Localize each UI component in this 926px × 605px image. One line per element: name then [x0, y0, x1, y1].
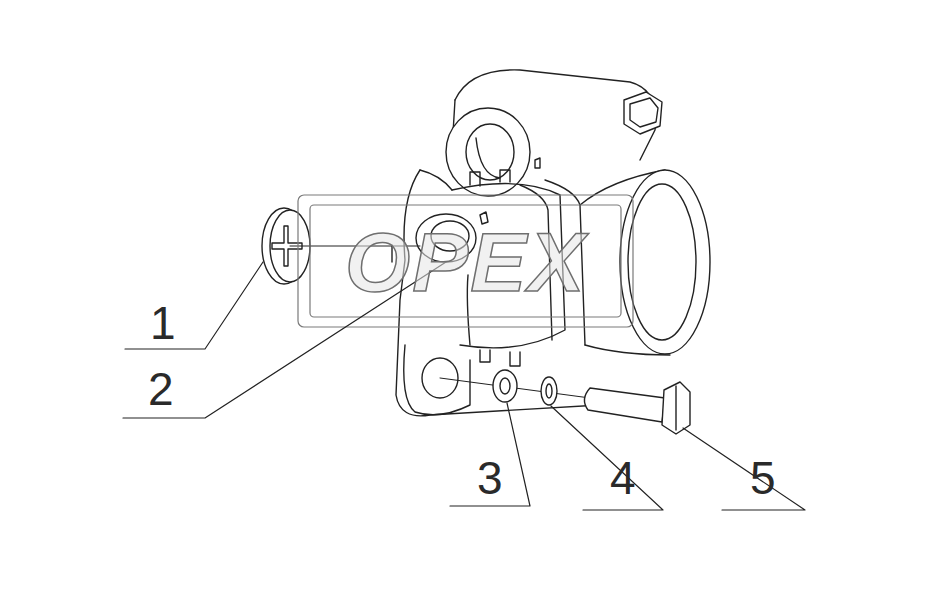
callout-number: 2 — [148, 366, 174, 412]
watermark: OPEX — [345, 220, 586, 304]
callout-number: 1 — [150, 300, 176, 346]
callout-number: 3 — [477, 455, 503, 501]
callout-number: 5 — [750, 455, 776, 501]
callout-number: 4 — [610, 455, 636, 501]
